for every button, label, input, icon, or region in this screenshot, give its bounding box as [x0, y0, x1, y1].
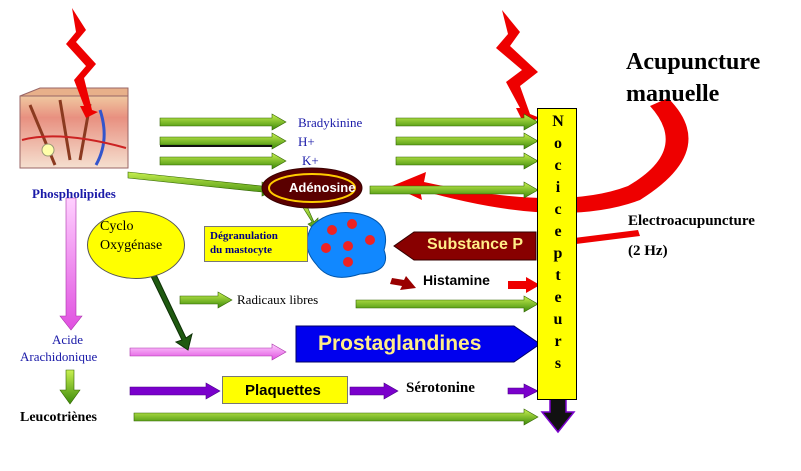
histamine-label: Histamine — [423, 272, 490, 288]
noci-letter: t — [555, 267, 561, 284]
noci-letter: p — [553, 245, 563, 262]
title-line1: Acupuncture — [626, 49, 761, 75]
noci-letter: r — [554, 333, 562, 350]
cyclo-oxygenase-oval — [87, 211, 185, 279]
leucotrienes-label: Leucotriènes — [20, 410, 97, 425]
substance-p-box — [393, 231, 537, 261]
curved-red-arrow — [392, 98, 689, 213]
mastocyte-cell-icon — [306, 212, 386, 278]
histamine-arrow — [390, 276, 416, 290]
noci-letter: e — [554, 289, 562, 306]
acide-label-1: Acide — [52, 332, 84, 347]
noci-letter: i — [555, 179, 561, 196]
electro-line2: (2 Hz) — [628, 243, 668, 259]
bradykinine-label: Bradykinine — [298, 115, 363, 130]
noci-letter: e — [554, 223, 562, 240]
phospholipides-label: Phospholipides — [32, 186, 116, 201]
dark-green-arrow — [143, 265, 193, 351]
degranulation-box — [204, 226, 308, 262]
adenosine-label: Adénosine — [289, 180, 356, 195]
plaquettes-label: Plaquettes — [245, 382, 321, 399]
noci-letter: c — [554, 201, 562, 218]
serotonine-label: Sérotonine — [406, 380, 475, 396]
adenosine-oval — [261, 167, 363, 209]
nocicepteurs-bar: N o c i c e p t e u r s — [537, 108, 577, 400]
noci-letter: N — [552, 113, 564, 130]
purple-arrows — [129, 382, 539, 400]
prostaglandines-box — [295, 325, 541, 363]
degranulation-label-2: du mastocyte — [210, 244, 273, 256]
substance-p-label: Substance P — [427, 236, 524, 253]
title-line2: manuelle — [626, 81, 720, 107]
red-lightning-needle-icon — [66, 8, 98, 118]
noci-letter: o — [554, 135, 562, 152]
h-plus-label: H+ — [298, 134, 315, 149]
noci-letter: s — [554, 355, 562, 372]
noci-letter: u — [553, 311, 563, 328]
prostaglandines-label: Prostaglandines — [318, 332, 482, 355]
acide-label-2: Arachidonique — [20, 349, 98, 364]
skin-cross-section-icon — [19, 87, 129, 169]
degranulation-label-1: Dégranulation — [210, 230, 278, 242]
red-lightning-needle-icon-2 — [496, 10, 540, 124]
cyclo-label-2: Oxygénase — [100, 238, 163, 253]
plaquettes-box — [222, 376, 348, 404]
k-plus-label: K+ — [302, 153, 319, 168]
noci-letter: c — [554, 157, 562, 174]
pink-arrows — [59, 197, 287, 361]
radicaux-label: Radicaux libres — [237, 292, 319, 307]
divider-line — [160, 145, 272, 147]
cyclo-label-1: Cyclo — [100, 219, 134, 234]
histamine-out-arrow — [508, 277, 540, 293]
electro-line1: Electroacupuncture — [628, 213, 755, 229]
green-arrows — [59, 113, 539, 426]
